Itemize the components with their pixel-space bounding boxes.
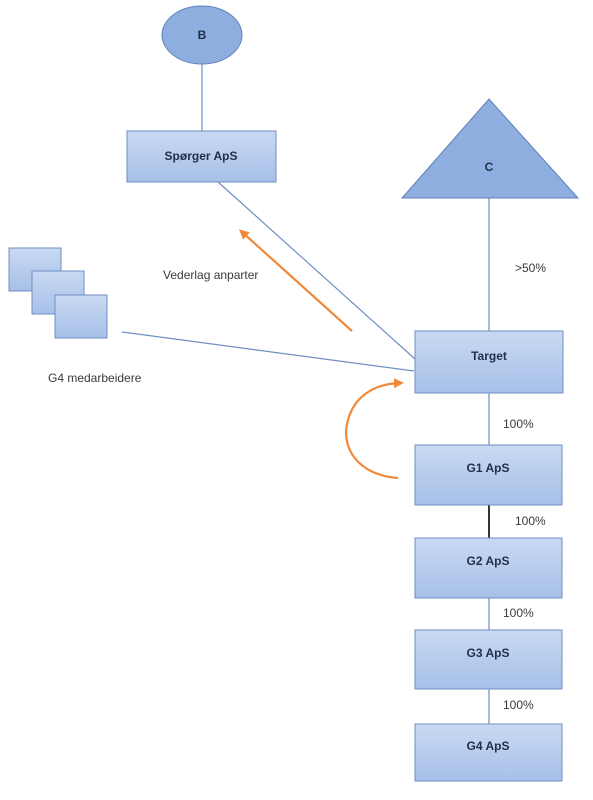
employee-square-3 [54, 294, 108, 339]
node-g3-box [414, 629, 563, 690]
employees-label: G4 medarbeidere [48, 371, 142, 385]
pct-g3-g4: 100% [503, 698, 534, 712]
vederlag-label: Vederlag anparter [163, 268, 258, 282]
node-g4-label: G4 ApS [467, 739, 510, 753]
node-g2-box [414, 537, 563, 599]
node-target-label: Target [471, 349, 507, 363]
node-b-label: B [198, 28, 207, 42]
node-c-triangle [400, 98, 580, 199]
connector-sporger-target [217, 181, 416, 360]
connector-employees-target [121, 331, 415, 372]
node-b-ellipse [161, 5, 243, 65]
node-g1-label: G1 ApS [467, 461, 510, 475]
vederlag-arrow [239, 229, 353, 332]
pct-g2-g3: 100% [503, 606, 534, 620]
pct-g1-g2: 100% [515, 514, 546, 528]
node-g1-box [414, 444, 563, 506]
node-c-label: C [485, 160, 494, 174]
circular-arrow [345, 378, 404, 480]
node-target-box [414, 330, 564, 394]
pct-c-target: >50% [515, 261, 546, 275]
node-sporger-label: Spørger ApS [165, 149, 238, 163]
node-g4-box [414, 723, 563, 782]
node-g2-label: G2 ApS [467, 554, 510, 568]
node-g3-label: G3 ApS [467, 646, 510, 660]
node-sporger-box [126, 130, 277, 183]
pct-target-g1: 100% [503, 417, 534, 431]
